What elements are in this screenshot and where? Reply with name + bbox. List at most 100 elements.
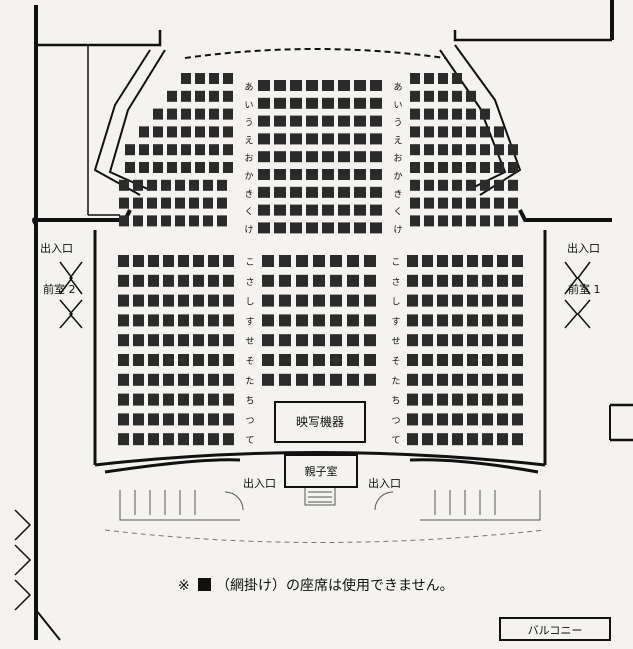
row-label-front-left: せ [245,336,254,347]
seat-front-left [223,393,234,406]
seat-rear-left [125,144,135,156]
seat-rear-right [452,108,462,120]
seat-rear-center [290,222,302,234]
seat-front-center [330,255,342,267]
seat-rear-left [181,73,191,84]
seat-rear-left [181,108,191,120]
seat-rear-center [322,204,334,216]
seat-rear-right [508,197,518,209]
seat-rear-center [354,97,366,109]
seat-front-left [133,433,144,446]
seat-rear-center [274,133,286,145]
seat-front-right [512,334,523,347]
seat-front-right [407,354,418,366]
seat-front-left [223,354,234,366]
seat-rear-left [175,179,185,191]
seat-rear-center [274,97,286,109]
seat-rear-left [189,197,199,209]
seat-rear-left [175,197,185,209]
seat-front-left [193,373,204,386]
seat-front-center [330,334,342,347]
left-exterior-door [14,509,32,611]
seat-front-right [467,373,478,386]
seat-front-right [497,393,508,406]
seat-rear-left [167,162,177,173]
seat-front-left [208,294,219,307]
seat-front-right [422,354,433,366]
seat-rear-right [438,90,448,102]
seat-front-right [422,274,433,287]
seat-rear-center [322,115,334,127]
seat-rear-left [167,108,177,120]
seat-front-center [330,354,342,366]
seat-front-right [512,393,523,406]
row-label-front-left: こ [245,258,254,268]
seat-rear-left [133,179,143,191]
seat-front-left [193,314,204,327]
seat-rear-right [494,197,504,209]
seat-front-center [347,334,359,347]
seat-front-left [118,294,129,307]
seat-rear-left [189,179,199,191]
seat-front-left [118,255,129,267]
seat-front-center [313,294,325,307]
seat-rear-left [203,197,213,209]
seat-rear-left [147,215,157,227]
seat-front-left [193,433,204,446]
row-label-rear-left: う [244,118,253,129]
seat-rear-right [424,144,434,156]
seat-front-right [407,334,418,347]
seat-front-center [364,314,376,327]
seat-rear-center [354,169,366,180]
seat-front-left [133,413,144,426]
seat-front-right [422,413,433,426]
seat-front-right [407,413,418,426]
seat-front-left [223,314,234,327]
seat-front-left [163,354,174,366]
seat-rear-center [258,169,270,180]
seat-front-right [497,314,508,327]
seat-front-left [208,274,219,287]
seat-rear-right [466,179,476,191]
seat-front-left [148,255,159,267]
seat-front-right [437,274,448,287]
seat-front-center [347,354,359,366]
row-label-rear-right: お [393,153,402,164]
seat-front-left [208,255,219,267]
seat-front-left [208,373,219,386]
seat-front-left [163,433,174,446]
seat-front-right [482,354,493,366]
seat-rear-center [290,115,302,127]
projector-label: 映写機器 [296,414,344,429]
seat-rear-center [306,151,318,163]
seat-front-left [223,294,234,307]
seat-front-center [364,294,376,307]
seat-front-center [279,354,291,366]
seat-front-center [279,255,291,267]
seat-front-left [178,255,189,267]
seat-rear-right [508,162,518,173]
seat-front-center [262,294,274,307]
seat-rear-right [508,179,518,191]
seat-front-right [452,334,463,347]
row-label-front-left: た [245,376,254,387]
seat-front-center [262,255,274,267]
seat-front-center [296,294,308,307]
seat-rear-left [139,126,149,138]
seat-rear-center [322,222,334,234]
seat-front-right [437,413,448,426]
row-label-rear-right: い [393,101,402,111]
seat-rear-center [274,222,286,234]
seat-rear-center [338,151,350,163]
seat-rear-center [354,186,366,198]
seat-front-right [482,433,493,446]
seat-rear-right [494,162,504,173]
seat-front-left [208,354,219,366]
seat-front-right [407,373,418,386]
seat-front-right [512,255,523,267]
seat-front-left [133,294,144,307]
row-label-front-right: た [391,376,400,387]
seat-rear-right [424,179,434,191]
seat-rear-right [452,162,462,173]
seat-rear-right [410,162,420,173]
